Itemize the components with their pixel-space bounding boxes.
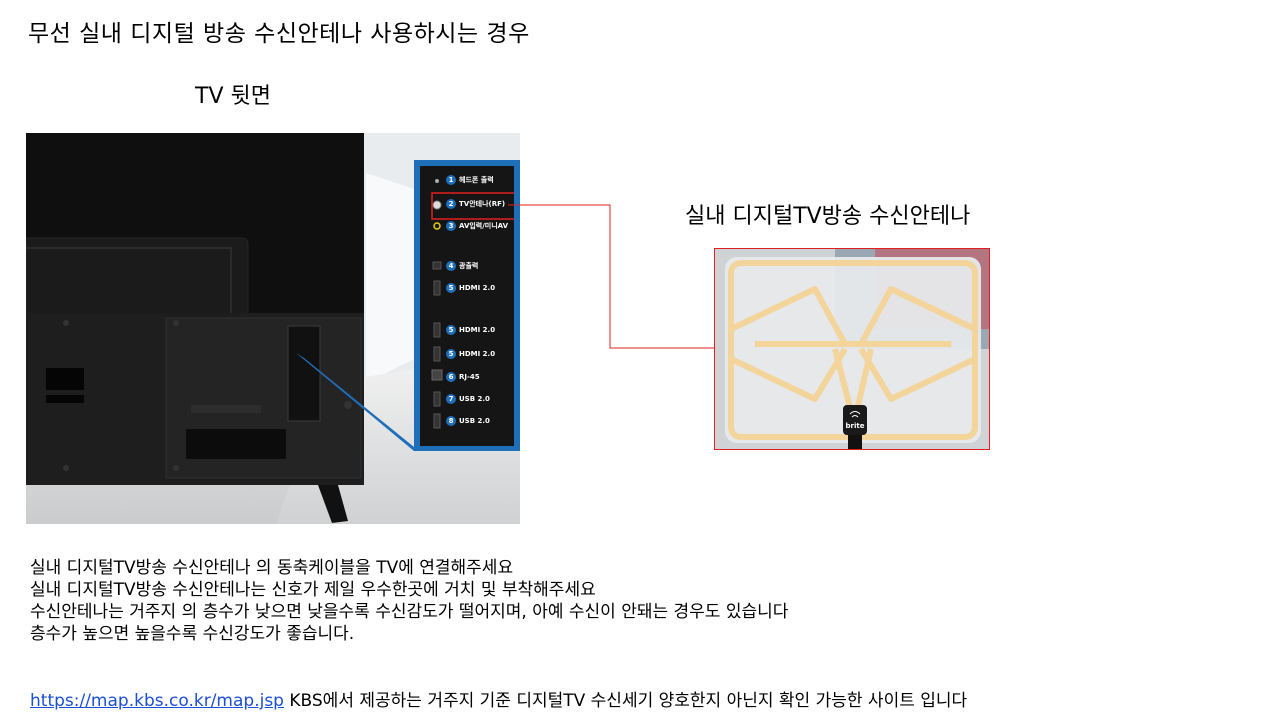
port-number-badge: 5 — [446, 349, 456, 359]
antenna-photo: brite — [714, 248, 990, 450]
instruction-line-1: 실내 디지털TV방송 수신안테나 의 동축케이블을 TV에 연결해주세요 — [30, 558, 514, 578]
instruction-line-3: 수신안테나는 거주지 의 층수가 낮으면 낮을수록 수신감도가 떨어지며, 아예… — [30, 602, 789, 622]
port-label: 헤드폰 출력 — [459, 176, 494, 184]
instructions: 실내 디지털TV방송 수신안테나 의 동축케이블을 TV에 연결해주세요 실내 … — [30, 557, 788, 645]
port-label: USB 2.0 — [459, 395, 490, 403]
kbs-map-link[interactable]: https://map.kbs.co.kr/map.jsp — [30, 691, 284, 711]
port-number-badge: 8 — [446, 416, 456, 426]
port-icons — [431, 179, 514, 429]
slide-title: 무선 실내 디지털 방송 수신안테나 사용하시는 경우 — [28, 21, 530, 47]
port-label: HDMI 2.0 — [459, 350, 496, 358]
port-number-badge: 5 — [446, 325, 456, 335]
antenna-label: 실내 디지털TV방송 수신안테나 — [685, 204, 971, 229]
tv-back-label: TV 뒷면 — [195, 84, 271, 109]
link-line: https://map.kbs.co.kr/map.jsp KBS에서 제공하는… — [30, 686, 967, 711]
port-label: RJ-45 — [459, 373, 480, 381]
port-label: HDMI 2.0 — [459, 326, 496, 334]
instruction-line-4: 층수가 높으면 높을수록 수신강도가 좋습니다. — [30, 624, 355, 644]
port-number-badge: 7 — [446, 394, 456, 404]
port-label: TV안테나(RF) — [459, 200, 506, 208]
antenna-brand-text: brite — [846, 422, 865, 430]
port-number-badge: 1 — [446, 175, 456, 185]
port-label: USB 2.0 — [459, 417, 490, 425]
antenna-illustration: brite — [715, 249, 989, 449]
port-number-badge: 5 — [446, 283, 456, 293]
port-label: AV입력/미니AV — [459, 222, 509, 230]
instruction-line-2: 실내 디지털TV방송 수신안테나는 신호가 제일 우수한곳에 거치 및 부착해주… — [30, 580, 596, 600]
port-label: 광출력 — [459, 262, 479, 270]
port-number-badge: 6 — [446, 372, 456, 382]
link-description: KBS에서 제공하는 거주지 기준 디지털TV 수신세기 양호한지 아닌지 확인… — [283, 691, 968, 711]
port-number-badge: 3 — [446, 221, 456, 231]
port-number-badge: 4 — [446, 261, 456, 271]
port-number-badge: 2 — [446, 199, 456, 209]
port-label: HDMI 2.0 — [459, 284, 496, 292]
